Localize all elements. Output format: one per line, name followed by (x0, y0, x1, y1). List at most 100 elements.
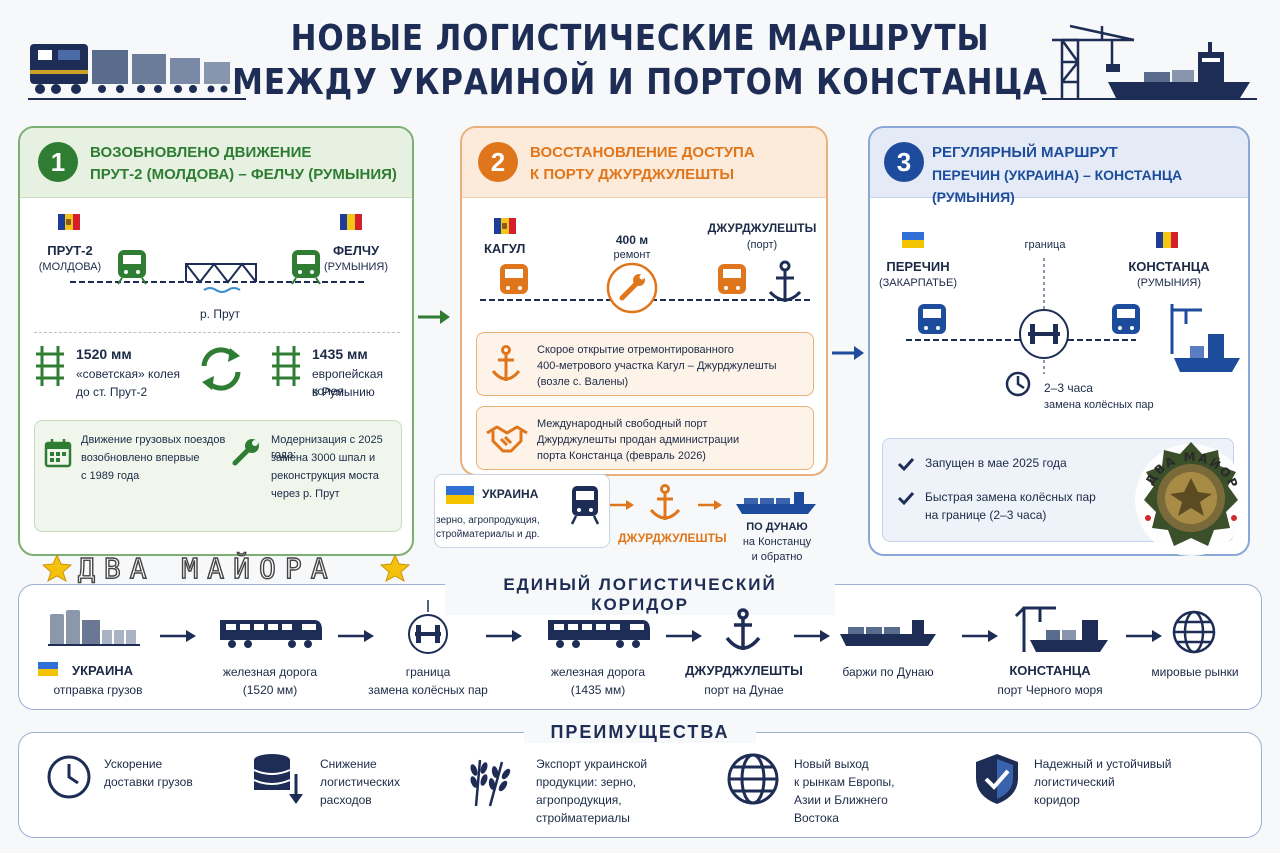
station-giurgiulesti: ДЖУРДЖУЛЕШТЫ (707, 221, 817, 235)
route-fact1: Запущен в мае 2025 года (925, 456, 1067, 470)
page-title-line1: НОВЫЕ ЛОГИСТИЧЕСКИЕ МАРШРУТЫ (290, 18, 990, 59)
wheel-change-label: замена колёсных пар (1044, 399, 1154, 411)
station-perechyn: ПЕРЕЧИН (886, 259, 950, 274)
flow-dest-line2: на Констанцу (742, 536, 812, 548)
arrow-right-icon (610, 500, 634, 510)
gauge-change-cycle-icon (201, 347, 241, 391)
advantage-5-line3: коридор (1034, 793, 1080, 807)
corridor-step-sub: замена колёсных пар (368, 683, 488, 697)
clock-icon (1005, 371, 1031, 397)
arrow-right-icon (338, 630, 374, 642)
rail-bridge-diagram (70, 250, 366, 293)
fact2-line4: через р. Прут (271, 488, 340, 500)
flow-country: УКРАИНА (482, 487, 539, 501)
flow-port: ДЖУРДЖУЛЕШТЫ (618, 531, 727, 545)
fact1-line2: возобновлено впервые (81, 452, 200, 464)
station-perechyn-region: (ЗАКАРПАТЬЕ) (878, 277, 958, 289)
star-icon (379, 553, 411, 583)
repair-info-line2: 400-метрового участка Кагул – Джурджулеш… (537, 360, 777, 372)
advantages-title: ПРЕИМУЩЕСТВА (524, 722, 756, 743)
corridor-step-label: ДЖУРДЖУЛЕШТЫ (685, 663, 803, 678)
repair-length: 400 м (615, 233, 649, 247)
advantage-3-line4: стройматериалы (536, 811, 630, 825)
flow-goods-line2: стройматериалы и др. (436, 529, 540, 540)
wheel-change-time: 2–3 часа (1044, 381, 1093, 395)
flow-dest-line3: и обратно (751, 551, 803, 563)
cahul-giurgiulesti-rail-diagram (480, 260, 810, 314)
panel1-heading-line1: ВОЗОБНОВЛЕНО ДВИЖЕНИЕ (90, 144, 312, 161)
route-fact2-line2: на границе (2–3 часа) (925, 508, 1047, 522)
advantage-5-line1: Надежный и устойчивый (1034, 757, 1172, 771)
advantage-3-line2: продукции: зерно, (536, 775, 637, 789)
station-giurgiulesti-sub: (порт) (746, 239, 778, 251)
fact2-line1: Модернизация с 2025 года: (271, 434, 383, 461)
flag-moldova (58, 214, 80, 230)
corridor-step-label: железная дорога (550, 665, 646, 679)
check-icon (897, 491, 915, 506)
panel3-heading-line2: ПЕРЕЧИН (УКРАИНА) – КОНСТАНЦА (РУМЫНИЯ) (932, 167, 1183, 205)
panel3-heading-line1: РЕГУЛЯРНЫЙ МАРШРУТ (932, 144, 1118, 161)
advantage-1-line2: доставки грузов (104, 775, 193, 789)
locomotive-icon (548, 620, 650, 648)
advantage-2-line2: логистических (320, 775, 400, 789)
station-prut2-country: (МОЛДОВА) (38, 261, 102, 273)
silo-icon (48, 610, 140, 646)
station-constanta-country: (РУМЫНИЯ) (1136, 277, 1202, 289)
barge-icon (736, 492, 816, 514)
wheelset-icon (408, 600, 448, 654)
corridor-step-sub: отправка грузов (53, 683, 143, 697)
flow-dest-line1: ПО ДУНАЮ (746, 521, 808, 533)
gauge-1520-desc1: «советская» колея (76, 367, 181, 381)
port-crane-ship-illustration (1042, 24, 1257, 100)
repair-info-line1: Скорое открытие отремонтированного (537, 344, 734, 356)
wheat-icon (470, 759, 511, 807)
flag-ukraine (902, 232, 924, 248)
advantage-5-line2: логистический (1034, 775, 1115, 789)
rail-track-icon-right (272, 346, 300, 386)
flag-romania (1156, 232, 1178, 248)
panel-restored-traffic: 1 ВОЗОБНОВЛЕНО ДВИЖЕНИЕ ПРУТ-2 (МОЛДОВА)… (18, 126, 414, 556)
panel2-heading-line2: К ПОРТУ ДЖУРДЖУЛЕШТЫ (530, 166, 735, 183)
corridor-step-label: баржи по Дунаю (842, 665, 934, 679)
port-sale-line3: порта Констанца (февраль 2026) (537, 450, 706, 462)
advantage-2-line1: Снижение (320, 757, 377, 771)
panel3-header (870, 128, 1248, 198)
port-sale-box: Международный свободный порт Джурджулешт… (476, 406, 814, 470)
divider (34, 332, 400, 333)
flow-train-icon (570, 486, 600, 525)
corridor-step-sub: порт Черного моря (997, 683, 1103, 697)
check-icon (897, 457, 915, 472)
flag-moldova (494, 218, 516, 234)
corridor-step-sub: порт на Дунае (704, 683, 784, 697)
corridor-step-label: мировые рынки (1151, 665, 1239, 679)
border-label: граница (1024, 239, 1066, 251)
repair-label: ремонт (613, 249, 651, 261)
corridor-step-sub: (1435 мм) (570, 683, 626, 697)
train-icon-right (291, 250, 321, 285)
route-fact2-line1: Быстрая замена колёсных пар (925, 490, 1096, 504)
repair-info-box: Скорое открытие отремонтированного 400-м… (476, 332, 814, 396)
corridor-step-sub: (1520 мм) (242, 683, 298, 697)
port-sale-line2: Джурджулешты продан администрации (537, 434, 740, 446)
arrow-right-icon (1126, 630, 1162, 642)
page-title-line2: МЕЖДУ УКРАИНОЙ И ПОРТОМ КОНСТАНЦА (232, 62, 1048, 103)
arrow-right-icon (794, 630, 830, 642)
panel-regular-route: 3 РЕГУЛЯРНЫЙ МАРШРУТ ПЕРЕЧИН (УКРАИНА) –… (868, 126, 1250, 556)
coins-icon (253, 754, 303, 804)
anchor-icon (491, 345, 521, 381)
advantage-2-line3: расходов (320, 793, 372, 807)
fact2-line2: замена 3000 шпал и (271, 452, 376, 464)
anchor-icon (649, 484, 681, 520)
panel2-heading-line1: ВОССТАНОВЛЕНИЕ ДОСТУПА (530, 144, 755, 161)
locomotive-icon (220, 620, 322, 648)
flag-ukraine (38, 662, 58, 676)
panel-port-access: 2 ВОССТАНОВЛЕНИЕ ДОСТУПА К ПОРТУ ДЖУРДЖУ… (460, 126, 828, 476)
train-icon-left (117, 250, 147, 285)
handshake-icon (486, 425, 528, 453)
anchor-icon (725, 608, 761, 650)
advantage-4-line2: к рынкам Европы, (794, 775, 895, 789)
arrow-right-icon (486, 630, 522, 642)
station-prut2: ПРУТ-2 (47, 243, 93, 258)
train-illustration (28, 44, 246, 100)
perechyn-constanta-rail-diagram (906, 258, 1240, 397)
